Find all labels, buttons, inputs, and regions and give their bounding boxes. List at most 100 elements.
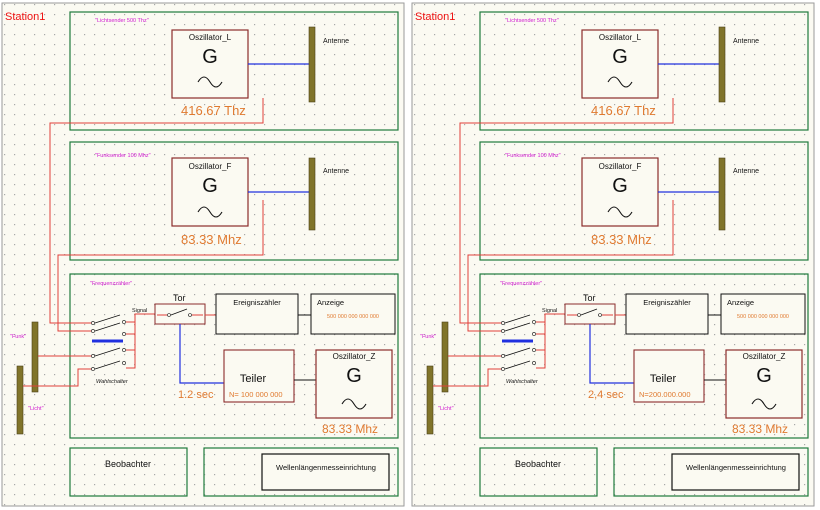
- frequenzzaehler-group-label: "Frequenzzähler": [90, 281, 132, 287]
- wire-gate-control: [179, 324, 224, 384]
- observer-label: Beobachter: [105, 459, 151, 469]
- sine-wave-icon: [341, 398, 367, 410]
- antenna-f: [308, 157, 316, 231]
- display[interactable]: [310, 293, 396, 335]
- signal-label: Signal: [132, 308, 147, 314]
- wire-osc-l-switch: [459, 98, 674, 324]
- generator-symbol: G: [612, 175, 628, 197]
- station-label: Station1: [5, 11, 45, 23]
- wire-licht-switch: [433, 368, 502, 387]
- lichtsender-group: [69, 11, 399, 131]
- oscillator-f-frequency: 83.33 Mhz: [181, 232, 242, 247]
- funksender-group-label: "Funksender 100 Mhz": [505, 153, 561, 159]
- oscillator-z-name: Oszillator_Z: [333, 352, 376, 361]
- antenna-funk: [441, 321, 449, 393]
- sine-wave-icon: [607, 76, 633, 88]
- oscillator-z-frequency: 83.33 Mhz: [732, 422, 788, 436]
- antenna-f-label: Antenne: [733, 168, 759, 175]
- divider-label: Teiler: [650, 373, 677, 385]
- generator-symbol: G: [756, 365, 772, 387]
- oscillator-l-name: Oszillator_L: [599, 33, 642, 42]
- wire-gate-control: [589, 324, 634, 384]
- display-label: Anzeige: [317, 298, 344, 307]
- wavelength-group: [613, 447, 809, 497]
- station-label: Station1: [415, 11, 455, 23]
- signal-label: Signal: [542, 308, 557, 314]
- wire-signal: [544, 313, 565, 322]
- oscillator-f-name: Oszillator_F: [599, 162, 642, 171]
- oscillator-f-name: Oszillator_F: [189, 162, 232, 171]
- gate-time: 2,4 sec: [588, 389, 624, 401]
- gate-time: 1.2 sec: [178, 389, 214, 401]
- observer-label: Beobachter: [515, 459, 561, 469]
- divider[interactable]: [633, 349, 705, 403]
- wire-signal: [134, 313, 155, 322]
- oscillator-f-frequency: 83.33 Mhz: [591, 232, 652, 247]
- station-panel-2: Station1 "Lichtsender 500 Thz" "Funksend…: [411, 2, 815, 507]
- event-counter[interactable]: [215, 293, 299, 335]
- wire-osc-f-switch: [467, 200, 674, 332]
- gate-label: Tor: [583, 293, 596, 303]
- antenna-l: [308, 26, 316, 103]
- wavelength-device[interactable]: [671, 453, 800, 491]
- oscillator-z-name: Oszillator_Z: [743, 352, 786, 361]
- wire-switch-bus: [126, 321, 136, 369]
- gate-tor[interactable]: [564, 303, 616, 325]
- gate-tor[interactable]: [154, 303, 206, 325]
- event-counter-label: Ereigniszähler: [643, 298, 691, 307]
- divider-value: N= 100 000 000: [229, 390, 283, 399]
- display-value: 500 000 000 000 000: [737, 314, 789, 320]
- sine-wave-icon: [197, 206, 223, 218]
- oscillator-l-frequency: 416.67 Thz: [591, 103, 656, 118]
- oscillator-z[interactable]: Oszillator_Z G: [725, 349, 803, 419]
- generator-symbol: G: [346, 365, 362, 387]
- wire-osc-l-switch: [49, 98, 264, 324]
- event-counter[interactable]: [625, 293, 709, 335]
- sine-wave-icon: [607, 206, 633, 218]
- event-counter-label: Ereigniszähler: [233, 298, 281, 307]
- antenna-funk: [31, 321, 39, 393]
- oscillator-z[interactable]: Oszillator_Z G: [315, 349, 393, 419]
- wavelength-label: Wellenlängenmesseinrichtung: [276, 463, 376, 472]
- licht-label: "Licht": [28, 406, 44, 412]
- station-panel-1: Station1 "Lichtsender 500 Thz" "Funksend…: [1, 2, 405, 507]
- funksender-group: [479, 141, 809, 261]
- oscillator-f[interactable]: Oszillator_F G: [581, 157, 659, 227]
- oscillator-z-frequency: 83.33 Mhz: [322, 422, 378, 436]
- generator-symbol: G: [202, 46, 218, 68]
- oscillator-l[interactable]: Oszillator_L G: [171, 29, 249, 99]
- antenna-l-label: Antenne: [323, 38, 349, 45]
- wavelength-label: Wellenlängenmesseinrichtung: [686, 463, 786, 472]
- switch-label: Wahlschalter: [506, 379, 539, 385]
- frequenzzaehler-group-label: "Frequenzzähler": [500, 281, 542, 287]
- licht-label: "Licht": [438, 406, 454, 412]
- wavelength-device[interactable]: [261, 453, 390, 491]
- generator-symbol: G: [202, 175, 218, 197]
- display-label: Anzeige: [727, 298, 754, 307]
- funksender-group-label: "Funksender 100 Mhz": [95, 153, 151, 159]
- wavelength-group: [203, 447, 399, 497]
- antenna-l: [718, 26, 726, 103]
- antenna-licht: [16, 365, 24, 435]
- observer-group: [69, 447, 188, 497]
- lichtsender-group-label: "Lichtsender 500 Thz": [505, 18, 559, 24]
- gate-label: Tor: [173, 293, 186, 303]
- antenna-f: [718, 157, 726, 231]
- wire-switch-bus: [536, 321, 546, 369]
- funksender-group: [69, 141, 399, 261]
- lichtsender-group-label: "Lichtsender 500 Thz": [95, 18, 149, 24]
- divider[interactable]: [223, 349, 295, 403]
- sine-wave-icon: [751, 398, 777, 410]
- display[interactable]: [720, 293, 806, 335]
- oscillator-f[interactable]: Oszillator_F G: [171, 157, 249, 227]
- antenna-l-label: Antenne: [733, 38, 759, 45]
- selector-switch[interactable]: [91, 314, 126, 371]
- lichtsender-group: [479, 11, 809, 131]
- wire-licht-switch: [23, 368, 92, 387]
- switch-label: Wahlschalter: [96, 379, 129, 385]
- generator-symbol: G: [612, 46, 628, 68]
- oscillator-l[interactable]: Oszillator_L G: [581, 29, 659, 99]
- antenna-f-label: Antenne: [323, 168, 349, 175]
- selector-switch[interactable]: [501, 314, 536, 371]
